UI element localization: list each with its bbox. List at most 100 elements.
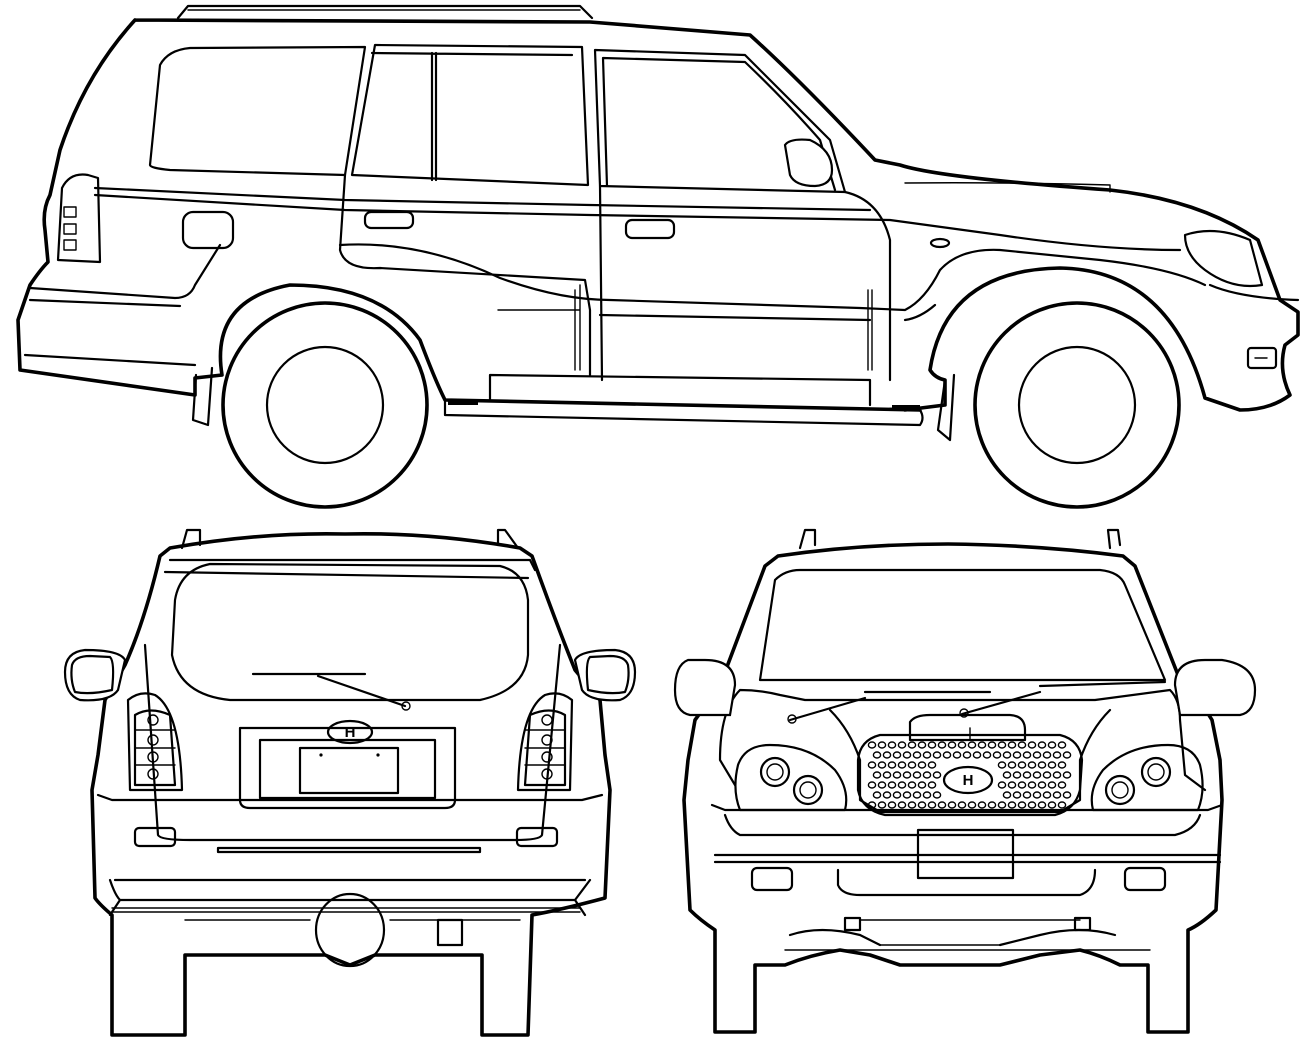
grille-cell	[962, 751, 972, 759]
grille-cell	[972, 751, 982, 759]
grille-cell	[982, 751, 992, 759]
grille-cell	[1007, 801, 1017, 809]
headlamp-side	[1183, 229, 1264, 288]
rear-door-window	[350, 43, 590, 187]
grille-cell	[917, 741, 927, 749]
license-panel	[238, 726, 457, 810]
grille-cell	[1012, 791, 1022, 799]
grille-cell	[897, 761, 907, 769]
grille-cell	[1007, 781, 1017, 789]
grille-cell	[887, 761, 897, 769]
grille-cell	[892, 791, 902, 799]
grille-cell	[867, 741, 877, 749]
grille-cell	[1032, 791, 1042, 799]
grille-cell	[1022, 751, 1032, 759]
grille-cell	[1047, 741, 1057, 749]
grille-mesh	[867, 741, 1072, 809]
grille-cell	[932, 771, 942, 779]
grille-cell	[902, 751, 912, 759]
grille-cell	[1047, 781, 1057, 789]
front-view-mirror-right	[1173, 658, 1257, 717]
grille-cell	[927, 741, 937, 749]
grille-cell	[867, 761, 877, 769]
grille-cell	[947, 741, 957, 749]
rear-reflector-left	[133, 826, 177, 848]
fog-lamp-right	[1123, 866, 1167, 892]
front-door-seam	[598, 184, 892, 382]
grille-cell	[947, 801, 957, 809]
grille-cell	[877, 761, 887, 769]
grille-cell	[1012, 751, 1022, 759]
grille-cell	[927, 801, 937, 809]
grille-cell	[917, 781, 927, 789]
grille-cell	[892, 771, 902, 779]
grille-cell	[902, 791, 912, 799]
front-emblem-letter: H	[963, 772, 974, 789]
grille-cell	[867, 801, 877, 809]
rear-view-mirror-right	[573, 648, 637, 702]
grille-cell	[1047, 761, 1057, 769]
grille-cell	[1052, 791, 1062, 799]
roof-rail	[176, 4, 594, 20]
rear-lamp-right	[516, 692, 574, 792]
rear-lamp-left	[126, 692, 184, 792]
spare-tire	[314, 892, 386, 968]
grille-cell	[917, 761, 927, 769]
grille-cell	[912, 791, 922, 799]
front-body-outline	[682, 542, 1224, 1034]
grille-cell	[877, 741, 887, 749]
grille-cell	[1037, 781, 1047, 789]
grille-cell	[1037, 801, 1047, 809]
grille-cell	[1002, 771, 1012, 779]
grille-cell	[1057, 761, 1067, 769]
grille-cell	[1027, 801, 1037, 809]
grille-cell	[927, 781, 937, 789]
rear-tail-lamp	[56, 173, 102, 264]
grille-cell	[887, 781, 897, 789]
grille-cell	[1007, 761, 1017, 769]
hood-scoop	[908, 713, 1027, 742]
grille-cell	[942, 751, 952, 759]
grille-cell	[1027, 741, 1037, 749]
front-view: H	[673, 528, 1257, 1034]
grille-cell	[1057, 801, 1067, 809]
grille-cell	[1017, 741, 1027, 749]
grille-cell	[932, 791, 942, 799]
grille-cell	[1002, 751, 1012, 759]
grille-cell	[1062, 791, 1072, 799]
grille-cell	[1027, 761, 1037, 769]
grille-cell	[907, 741, 917, 749]
grille-cell	[1007, 741, 1017, 749]
grille-cell	[867, 781, 877, 789]
rear-wheel	[221, 301, 429, 509]
front-license-plate	[916, 828, 1015, 880]
grille-cell	[1012, 771, 1022, 779]
grille-cell	[912, 751, 922, 759]
side-mirror	[783, 138, 834, 188]
grille-cell	[907, 761, 917, 769]
grille-cell	[887, 741, 897, 749]
side-window-frame	[148, 45, 367, 177]
grille-cell	[902, 771, 912, 779]
tow-hitch	[436, 918, 464, 947]
rear-emblem-letter: H	[345, 724, 356, 741]
grille-cell	[1022, 791, 1032, 799]
grille-cell	[987, 741, 997, 749]
grille-cell	[892, 751, 902, 759]
grille-cell	[907, 781, 917, 789]
fog-lamp-side	[1246, 346, 1278, 370]
headlamp-left	[734, 743, 848, 812]
rear-view: H	[63, 528, 637, 1037]
front-wipers	[788, 690, 1042, 722]
grille-cell	[872, 771, 882, 779]
grille-cell	[937, 741, 947, 749]
grille-cell	[1062, 771, 1072, 779]
grille-cell	[997, 781, 1007, 789]
rear-door-seam	[338, 173, 592, 377]
fuel-flap	[181, 210, 235, 250]
grille-cell	[882, 751, 892, 759]
grille-cell	[927, 761, 937, 769]
rear-reflector-right	[515, 826, 559, 848]
grille-cell	[887, 801, 897, 809]
